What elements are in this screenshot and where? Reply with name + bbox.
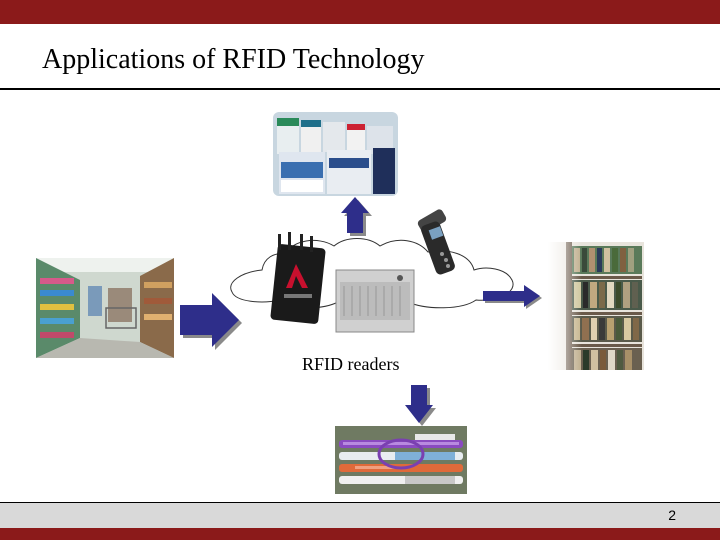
top-accent-bar [0,0,720,24]
rfid-reader-cloud [230,209,514,333]
handheld-scanner-device [417,209,455,275]
title-divider [0,88,720,90]
rfid-wristbands-image [335,426,467,494]
footer-band [0,502,720,529]
rfid-readers-caption: RFID readers [302,354,400,374]
alien-reader-device [270,232,326,324]
arrow-down-icon [405,385,436,426]
bottom-accent-bar [0,528,720,540]
arrow-right-icon [180,293,242,350]
fixed-reader-device [335,269,415,333]
arrow-up-icon [341,197,372,236]
arrow-right-icon [483,285,542,309]
page-number: 2 [668,507,676,523]
pharmaceutical-boxes-image [273,112,398,196]
supermarket-image [36,258,174,358]
library-bookshelf-image [548,242,644,370]
slide-title: Applications of RFID Technology [42,44,425,75]
